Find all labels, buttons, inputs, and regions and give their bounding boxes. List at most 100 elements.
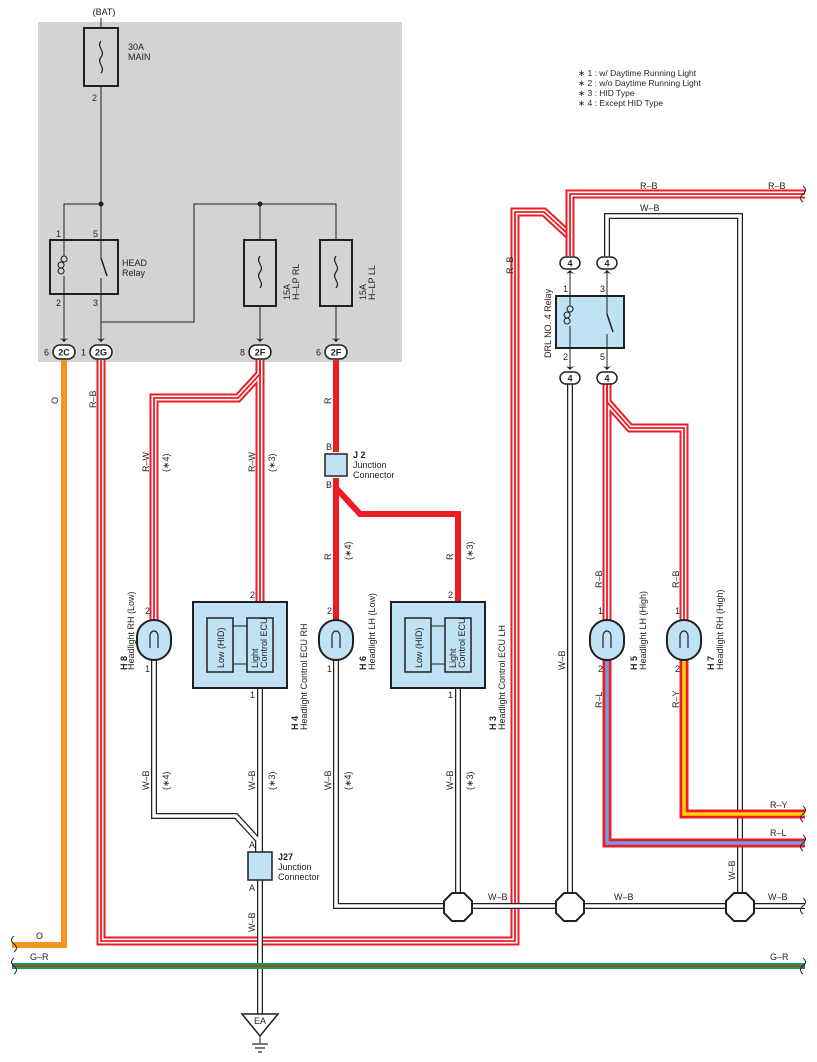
- ground-ea: EA: [240, 1013, 280, 1053]
- wire-label-star3: (∗3): [465, 771, 475, 790]
- wire-label-wb: W–B: [640, 203, 660, 213]
- j2-line1: Junction: [353, 460, 387, 470]
- option-notes: ∗ 1 : w/ Daytime Running Light ∗ 2 : w/o…: [578, 68, 702, 108]
- headlight-h6: 2 1 H 6 Headlight LH (Low): [318, 593, 377, 674]
- h5-name: Headlight LH (High): [638, 591, 648, 670]
- h4-pin-bottom: 1: [250, 690, 255, 700]
- wire-label-rw: R–W: [247, 451, 257, 472]
- connector-2g: 2G 1: [81, 344, 113, 360]
- connector-2c: 2C 6: [44, 344, 76, 360]
- h7-pin-top: 1: [675, 606, 680, 616]
- connector-2f-rl: 2F 8: [240, 344, 272, 360]
- fuse-main-pin: 2: [92, 93, 97, 103]
- drl-connector-top-left: 4: [559, 256, 581, 274]
- h8-name: Headlight RH (Low): [126, 591, 136, 670]
- j2-code: J 2: [353, 450, 366, 460]
- wire-wb-drl: [604, 213, 743, 906]
- splice-point: [725, 892, 755, 922]
- drl-connector-id: 4: [604, 374, 609, 384]
- h6-pin-top: 2: [327, 606, 332, 616]
- wire-label-rw: R–W: [141, 451, 151, 472]
- wire-label-wb: W–B: [445, 770, 455, 790]
- wire-label-wb: W–B: [247, 912, 257, 932]
- h4-code: H 4: [290, 716, 300, 730]
- wire-label-star3: (∗3): [267, 771, 277, 790]
- j27-pin-bottom: A: [249, 883, 255, 893]
- head-relay-pin-3: 3: [93, 298, 98, 308]
- head-relay: 1 5 2 3 HEAD Relay: [49, 229, 148, 308]
- h8-pin-top: 2: [145, 606, 150, 616]
- headlight-h5: 1 2 H 5 Headlight LH (High): [589, 591, 648, 674]
- junction-connector-j2: B B J 2 Junction Connector: [324, 442, 395, 490]
- wire-label-rl: R–L: [770, 828, 787, 838]
- wire-labels: O R–B R–W (∗4) R–W (∗3) R R (∗4) R (∗3) …: [30, 181, 789, 962]
- wire-label-o: O: [50, 397, 60, 404]
- wire-label-wb: W–B: [727, 860, 737, 880]
- h8-pin-bottom: 1: [145, 664, 150, 674]
- connector-2g-id: 2G: [95, 348, 107, 358]
- h7-code: H 7: [706, 656, 716, 670]
- wire-rb-drl: [602, 384, 689, 620]
- j27-code: J27: [278, 852, 293, 862]
- wire-label-rb: R–B: [505, 256, 515, 274]
- wire-label-ry: R–Y: [671, 690, 681, 708]
- drl-relay-pin-3: 3: [600, 284, 605, 294]
- wire-label-wb: W–B: [614, 892, 634, 902]
- ecu-h4: Low (HID) Light Control ECU 2 1 H 4 Head…: [192, 590, 309, 730]
- drl-connector-id: 4: [567, 374, 572, 384]
- h4-inner-left: Low (HID): [216, 627, 226, 668]
- splice-point: [443, 892, 473, 922]
- drl-connector-bottom-left: 4: [559, 366, 581, 385]
- wire-label-rl: R–L: [594, 691, 604, 708]
- connector-2f-rl-id: 2F: [255, 348, 266, 358]
- wire-wb-right: [333, 384, 805, 909]
- h3-pin-top: 2: [448, 590, 453, 600]
- fuse-hlp-rl: 15A H–LP RL: [243, 239, 301, 307]
- wire-label-wb: W–B: [768, 892, 788, 902]
- j27-line2: Connector: [278, 872, 320, 882]
- h7-pin-bottom: 2: [675, 664, 680, 674]
- fuse-main-name: MAIN: [128, 52, 151, 62]
- note-1: ∗ 1 : w/ Daytime Running Light: [578, 68, 697, 78]
- h6-code: H 6: [358, 656, 368, 670]
- wire-label-rb: R–B: [671, 570, 681, 588]
- panel-wire-relay1: [63, 203, 101, 240]
- wire-label-rb: R–B: [640, 181, 658, 191]
- h5-pin-bottom: 2: [598, 664, 603, 674]
- wire-label-star4: (∗4): [161, 771, 171, 790]
- wire-label-r: R: [323, 553, 333, 560]
- h4-name: Headlight Control ECU RH: [299, 623, 309, 730]
- fuse-main-rating: 30A: [128, 42, 144, 52]
- wire-label-wb: W–B: [323, 770, 333, 790]
- h3-inner-left: Low (HID): [414, 627, 424, 668]
- h3-inner-right-2: Control ECU: [457, 617, 467, 668]
- fuse-rl-name: H–LP RL: [291, 264, 301, 300]
- wire-label-ry: R–Y: [770, 800, 788, 810]
- drl-no4-relay: 1 3 2 5 DRL NO. 4 Relay: [543, 272, 625, 368]
- h4-inner-right-2: Control ECU: [259, 617, 269, 668]
- wire-label-wb: W–B: [141, 770, 151, 790]
- ground-label: EA: [254, 1016, 266, 1026]
- drl-relay-label: DRL NO. 4 Relay: [543, 288, 553, 358]
- h8-code: H 8: [119, 656, 129, 670]
- wire-o: [12, 360, 67, 948]
- drl-connector-bottom-right: 4: [596, 366, 618, 385]
- j2-pin-top: B: [326, 442, 332, 452]
- fuse-ll-rating: 15A: [358, 284, 368, 300]
- wire-label-wb: W–B: [488, 892, 508, 902]
- drl-relay-pin-2: 2: [563, 352, 568, 362]
- drl-connector-id: 4: [567, 259, 572, 269]
- h6-name: Headlight LH (Low): [367, 593, 377, 670]
- panel-wire-bus: [101, 203, 337, 323]
- splice-point: [555, 892, 585, 922]
- h7-name: Headlight RH (High): [715, 589, 725, 670]
- j27-line1: Junction: [278, 862, 312, 872]
- j27-pin-top: A: [249, 840, 255, 850]
- ecu-h3: Low (HID) Light Control ECU 2 1 H 3 Head…: [390, 590, 507, 730]
- h6-pin-bottom: 1: [327, 664, 332, 674]
- connector-2f-ll: 2F 6: [316, 344, 348, 360]
- wire-label-star3: (∗3): [465, 541, 475, 560]
- connector-2f-rl-pin: 8: [240, 348, 245, 358]
- wire-label-rb: R–B: [594, 570, 604, 588]
